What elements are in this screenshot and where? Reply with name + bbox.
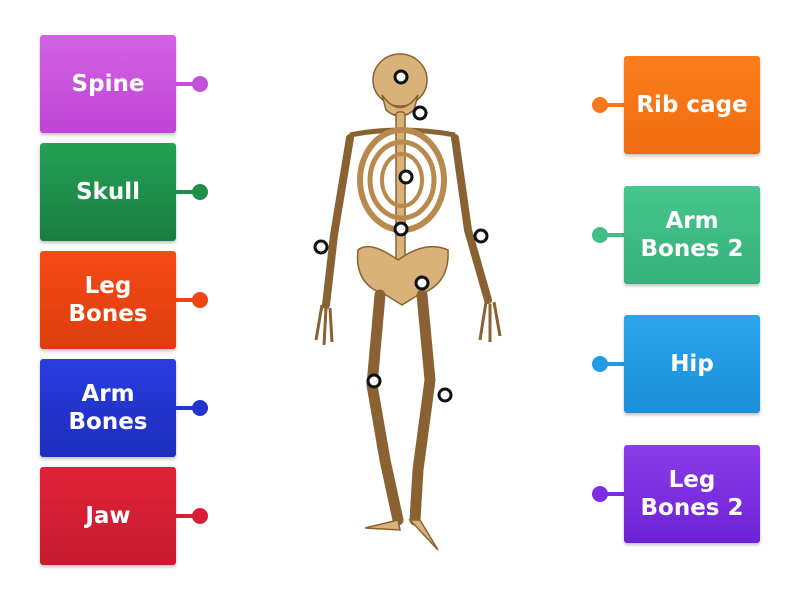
label-text: Skull [75, 179, 140, 205]
connector [176, 190, 196, 194]
label-text: Arm Bones 2 [640, 208, 744, 262]
hotspot-right-arm[interactable] [473, 228, 489, 244]
hotspot-hip[interactable] [414, 275, 430, 291]
label-text: Leg Bones 2 [640, 467, 744, 521]
hotspot-skull[interactable] [393, 69, 409, 85]
connector [176, 82, 196, 86]
connector [176, 514, 196, 518]
hotspot-rib-cage[interactable] [398, 169, 414, 185]
label-text: Leg Bones [68, 273, 148, 327]
label-rib-cage[interactable]: Rib cage [624, 56, 760, 154]
label-jaw[interactable]: Jaw [40, 467, 176, 565]
label-leg-bones-2[interactable]: Leg Bones 2 [624, 445, 760, 543]
label-arm-bones-2[interactable]: Arm Bones 2 [624, 186, 760, 284]
label-text: Jaw [85, 503, 131, 529]
connector [176, 298, 196, 302]
label-text: Spine [71, 71, 145, 97]
connector-dot[interactable] [192, 184, 208, 200]
label-text: Rib cage [636, 92, 748, 118]
label-leg-bones[interactable]: Leg Bones [40, 251, 176, 349]
hotspot-spine[interactable] [393, 221, 409, 237]
connector-dot[interactable] [592, 486, 608, 502]
skeleton-image [314, 53, 502, 551]
connector-dot[interactable] [592, 97, 608, 113]
connector-dot[interactable] [592, 227, 608, 243]
connector [602, 103, 624, 107]
hotspot-right-leg[interactable] [437, 387, 453, 403]
hotspot-left-arm[interactable] [313, 239, 329, 255]
connector [602, 492, 624, 496]
connector-dot[interactable] [192, 76, 208, 92]
hotspot-jaw[interactable] [412, 105, 428, 121]
hotspot-left-leg[interactable] [366, 373, 382, 389]
label-text: Arm Bones [68, 381, 148, 435]
connector-dot[interactable] [192, 292, 208, 308]
label-skull[interactable]: Skull [40, 143, 176, 241]
connector [602, 362, 624, 366]
label-hip[interactable]: Hip [624, 315, 760, 413]
label-spine[interactable]: Spine [40, 35, 176, 133]
label-arm-bones[interactable]: Arm Bones [40, 359, 176, 457]
connector-dot[interactable] [592, 356, 608, 372]
connector-dot[interactable] [192, 400, 208, 416]
connector [602, 233, 624, 237]
label-text: Hip [670, 351, 714, 377]
connector [176, 406, 196, 410]
connector-dot[interactable] [192, 508, 208, 524]
